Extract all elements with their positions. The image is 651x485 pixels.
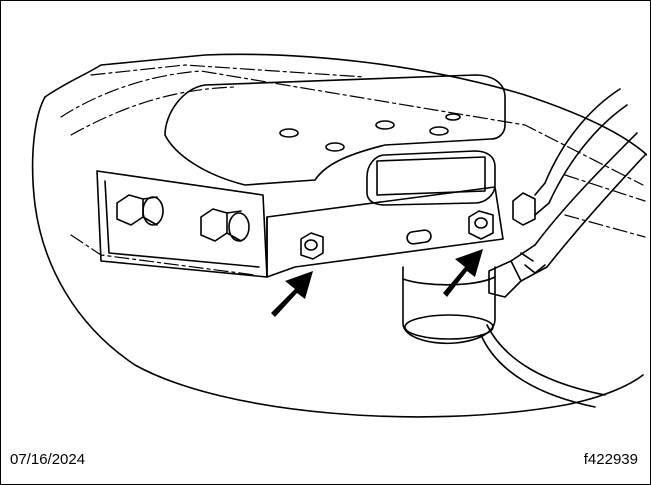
valve-top-rim [376, 156, 486, 196]
hose-2-b [546, 154, 646, 268]
bracket-bolt-right [468, 210, 494, 240]
phantom-line-5 [564, 174, 646, 202]
plate-hole-5 [445, 113, 461, 121]
hose-3-b [480, 334, 596, 408]
fitting-lower [488, 244, 548, 298]
hose-2-a [534, 132, 638, 246]
hose-3-a [486, 324, 606, 396]
hose-band [520, 252, 546, 274]
phantom-line-2 [70, 86, 236, 136]
technical-illustration [31, 53, 647, 418]
mounting-plate [164, 74, 506, 186]
phantom-line-6 [564, 214, 646, 238]
canister-bottom [404, 314, 494, 340]
figure-date: 07/16/2024 [10, 451, 86, 468]
frame-body-outline [31, 96, 644, 418]
bracket-bolt-left [300, 232, 324, 260]
valve-top [366, 150, 496, 206]
plate-hole-4 [429, 126, 449, 136]
phantom-line-4 [70, 234, 256, 276]
phantom-line-3 [90, 64, 366, 78]
figure-id: f422939 [583, 451, 638, 468]
plate-hole-3 [375, 120, 395, 130]
bracket-slot [406, 229, 432, 245]
left-bolt-2 [200, 208, 250, 242]
side-panel [96, 170, 268, 278]
plate-hole-1 [279, 128, 299, 138]
hose-1-b [548, 104, 628, 204]
left-bolt-1 [116, 194, 164, 226]
side-panel-inner [104, 180, 260, 268]
canister-body [402, 266, 496, 345]
arrow-up-right-icon [271, 271, 313, 317]
fitting-upper [512, 182, 550, 226]
hose-1-a [544, 88, 621, 184]
frame-top-outline [44, 53, 647, 156]
canister-collar [402, 276, 496, 286]
arrow-up-right-icon [443, 249, 483, 297]
plate-hole-2 [325, 142, 345, 152]
phantom-line-1 [60, 70, 644, 186]
